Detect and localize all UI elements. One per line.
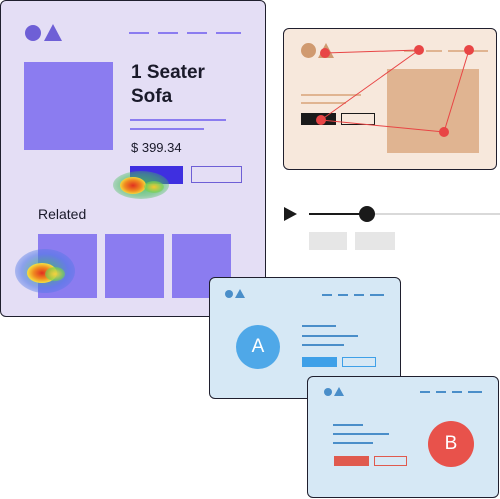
- description-line: [302, 325, 336, 327]
- variant-b-card: B: [307, 376, 499, 498]
- description-line: [333, 424, 363, 426]
- related-heading: Related: [38, 206, 87, 222]
- click-point: [439, 127, 449, 137]
- product-image[interactable]: [24, 62, 113, 150]
- click-point: [414, 45, 424, 55]
- play-icon[interactable]: [284, 207, 297, 221]
- description-line: [302, 335, 358, 337]
- variant-b-primary-button[interactable]: [334, 456, 369, 466]
- description-line: [302, 344, 344, 346]
- variant-a-badge: A: [236, 325, 280, 369]
- click-path-card: [283, 28, 497, 170]
- progress-track[interactable]: [309, 213, 500, 215]
- session-player: [283, 200, 500, 255]
- variant-b-badge: B: [428, 421, 474, 467]
- progress-fill: [309, 213, 367, 215]
- description-line: [333, 442, 373, 444]
- wishlist-button[interactable]: [191, 166, 242, 183]
- click-point: [316, 115, 326, 125]
- description-line: [301, 94, 361, 96]
- variant-a-primary-button[interactable]: [302, 357, 337, 367]
- related-item[interactable]: [105, 234, 164, 298]
- click-point: [320, 48, 330, 58]
- description-line: [333, 433, 389, 435]
- description-line: [130, 119, 226, 121]
- secondary-button: [341, 113, 375, 125]
- product-title-line1: 1 Seater: [131, 62, 205, 83]
- progress-handle[interactable]: [359, 206, 375, 222]
- description-line: [130, 128, 204, 130]
- product-price: $ 399.34: [131, 140, 182, 155]
- product-title: 1 Seater Sofa: [131, 61, 205, 109]
- variant-a-secondary-button[interactable]: [342, 357, 376, 367]
- analytics-image: [387, 69, 479, 153]
- player-button[interactable]: [355, 232, 395, 250]
- description-line: [301, 102, 346, 104]
- click-point: [464, 45, 474, 55]
- product-title-line2: Sofa: [131, 86, 173, 107]
- player-button[interactable]: [309, 232, 347, 250]
- product-card: 1 Seater Sofa $ 399.34 Related: [0, 0, 266, 317]
- click-path: [316, 45, 474, 137]
- variant-b-secondary-button[interactable]: [374, 456, 407, 466]
